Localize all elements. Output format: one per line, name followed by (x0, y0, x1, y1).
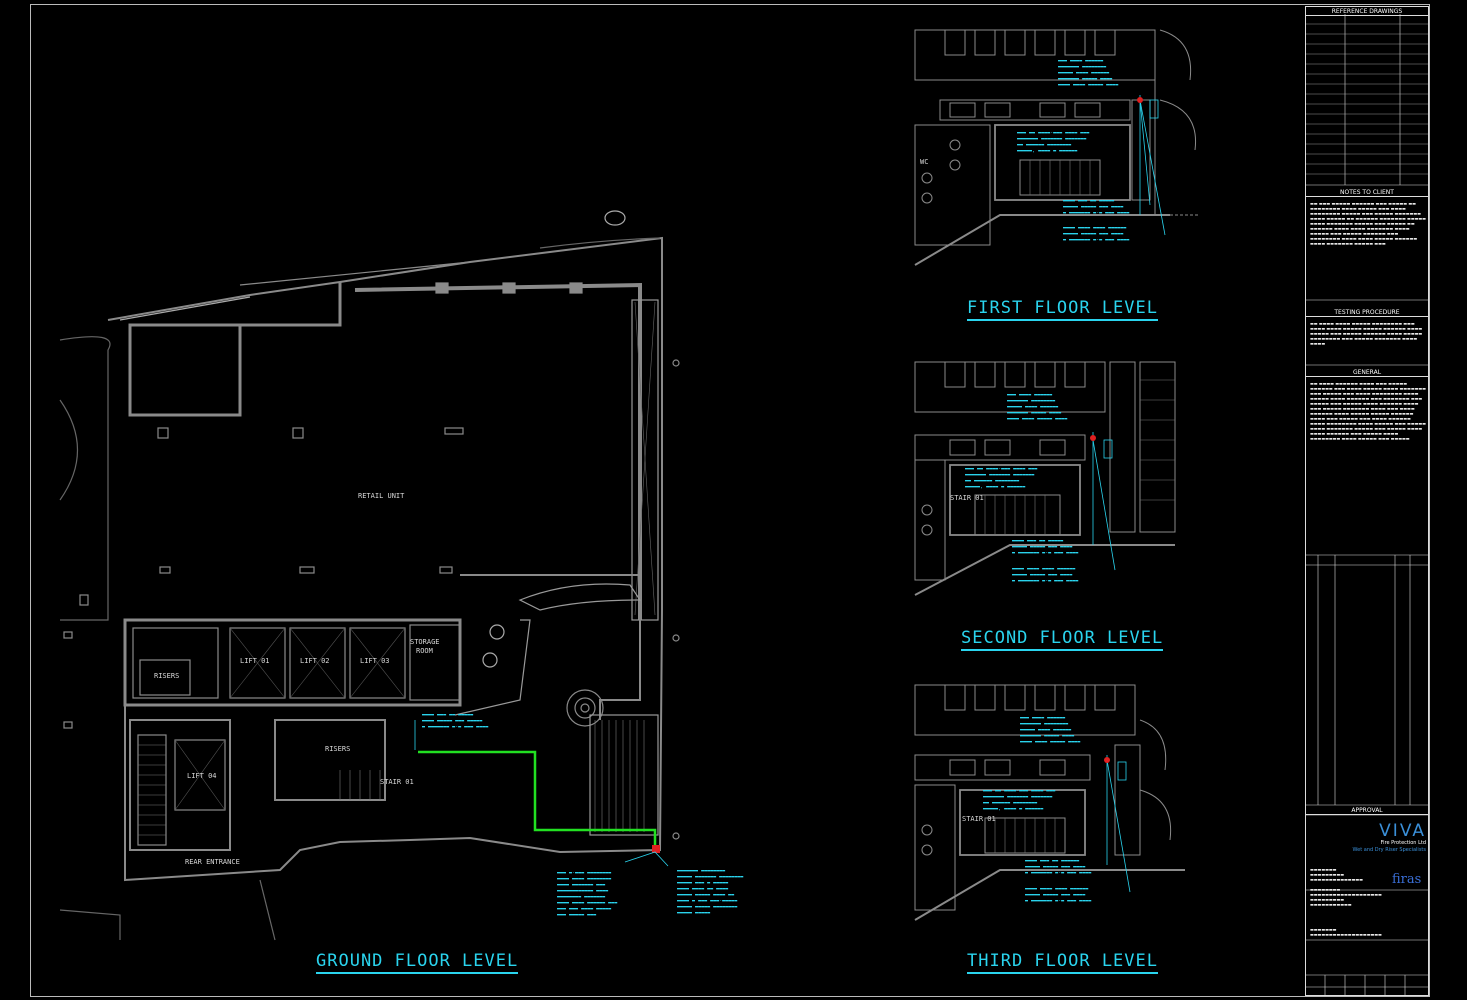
drawing-border (30, 4, 1430, 997)
testing-procedure-body: ▬▬ ▬▬▬▬ ▬▬▬▬ ▬▬▬▬▬ ▬▬▬▬▬▬▬▬ ▬▬▬ ▬▬▬▬ ▬▬▬… (1310, 321, 1423, 346)
room-label-rear-entrance: REAR ENTRANCE (185, 858, 240, 866)
reference-drawings-header: REFERENCE DRAWINGS (1306, 8, 1428, 16)
room-label-risers-a: RISERS (154, 672, 180, 680)
first-annotation-valve: ▬▬▬ ▬▬ ▬▬▬▬-▬▬▬ ▬▬▬▬ ▬▬▬ ▬▬▬▬▬▬▬ ▬▬▬▬▬▬▬… (1017, 130, 1090, 154)
room-label-risers-b: RISERS (325, 745, 351, 753)
dry-riser-pipe-run (418, 750, 657, 848)
first-floor-riser (1137, 95, 1166, 236)
ground-floor-plan (59, 210, 680, 941)
second-floor-plan (914, 361, 1176, 596)
room-label-lift01: LIFT 01 (240, 657, 270, 665)
room-label-storage: STORAGE (410, 638, 440, 646)
partner-logo: firas (1392, 872, 1422, 887)
third-floor-title: THIRD FLOOR LEVEL (967, 951, 1158, 974)
title-block-grid (1306, 14, 1428, 996)
ground-floor-title: GROUND FLOOR LEVEL (316, 951, 519, 974)
dry-riser-inlet-marker (652, 845, 660, 853)
general-header: GENERAL (1306, 369, 1428, 377)
first-annotation-outlet: ▬▬▬ ▬▬▬▬ ▬▬▬▬▬▬ ▬▬▬▬▬▬▬ ▬▬▬▬▬▬▬▬ ▬▬▬▬▬ ▬… (1058, 58, 1119, 88)
room-label-lift02: LIFT 02 (300, 657, 330, 665)
title-block: REFERENCE DRAWINGS NOTES TO CLIENT ▬▬ ▬▬… (1305, 6, 1429, 996)
second-annotation-outlet: ▬▬▬ ▬▬▬▬ ▬▬▬▬▬▬ ▬▬▬▬▬▬▬ ▬▬▬▬▬▬▬▬ ▬▬▬▬▬ ▬… (1007, 392, 1068, 422)
company-logo: VIVA Fire Protection Ltd Wet and Dry Ris… (1330, 821, 1427, 854)
notes-to-client-body: ▬▬ ▬▬▬ ▬▬▬▬▬ ▬▬▬▬▬▬ ▬▬▬ ▬▬▬▬▬ ▬▬ ▬▬▬▬▬▬▬… (1310, 201, 1426, 246)
first-annotation-drop: ▬▬▬▬ ▬▬▬▬ ▬▬▬▬ ▬▬▬▬▬▬ ▬▬▬▬▬ ▬▬▬▬▬ ▬▬▬ ▬▬… (1063, 225, 1130, 243)
company-line2: Wet and Dry Riser Specialists (1352, 847, 1427, 853)
room-label-retail: RETAIL UNIT (358, 492, 405, 500)
room-label-stair-third: STAIR 01 (962, 815, 996, 823)
ground-floor-pipework (414, 720, 669, 867)
ground-annotation-cabinet: ▬▬▬▬▬▬▬ ▬▬▬▬▬▬▬▬ ▬▬▬▬▬ ▬▬▬▬▬▬▬ ▬▬▬▬▬▬▬▬ … (677, 868, 744, 916)
room-label-stair-second: STAIR 01 (950, 494, 984, 502)
general-body: ▬▬ ▬▬▬▬ ▬▬▬▬▬▬ ▬▬▬▬ ▬▬▬ ▬▬▬▬▬ ▬▬▬▬▬▬ ▬▬▬… (1310, 381, 1426, 441)
first-floor-plan (914, 29, 1200, 266)
second-annotation-drop: ▬▬▬▬ ▬▬▬▬ ▬▬▬▬ ▬▬▬▬▬▬ ▬▬▬▬▬ ▬▬▬▬▬ ▬▬▬ ▬▬… (1012, 566, 1079, 584)
room-label-lift03: LIFT 03 (360, 657, 390, 665)
second-floor-riser (1090, 432, 1116, 571)
second-annotation-valve: ▬▬▬ ▬▬ ▬▬▬▬-▬▬▬ ▬▬▬▬ ▬▬▬ ▬▬▬▬▬▬▬ ▬▬▬▬▬▬▬… (965, 466, 1038, 490)
testing-procedure-header: TESTING PROCEDURE (1306, 309, 1428, 317)
second-floor-title: SECOND FLOOR LEVEL (961, 628, 1164, 651)
first-annotation-rise: ▬▬▬▬ ▬▬▬ ▬▬ ▬▬▬▬▬ ▬▬▬▬▬ ▬▬▬▬▬ ▬▬▬ ▬▬▬▬ ▬… (1063, 198, 1130, 216)
notes-to-client-header: NOTES TO CLIENT (1306, 189, 1428, 197)
ground-annotation-riser-rise: ▬▬▬▬ ▬▬▬ ▬▬ ▬▬▬▬▬ ▬▬▬▬ ▬▬▬▬▬ ▬▬▬ ▬▬▬▬▬ ▬… (422, 712, 489, 730)
room-label-stair: STAIR 01 (380, 778, 414, 786)
second-annotation-rise: ▬▬▬▬ ▬▬▬ ▬▬ ▬▬▬▬▬ ▬▬▬▬▬ ▬▬▬▬▬ ▬▬▬ ▬▬▬▬ ▬… (1012, 538, 1079, 556)
company-line1: Fire Protection Ltd (1380, 840, 1426, 846)
company-name: VIVA (1379, 821, 1426, 841)
ground-annotation-inlet: ▬▬▬ ▬-▬▬▬ ▬▬▬▬▬▬▬▬ ▬▬▬▬ ▬▬▬▬ ▬▬▬▬▬▬▬▬ ▬▬… (557, 870, 618, 918)
third-floor-plan (914, 684, 1185, 921)
first-floor-title: FIRST FLOOR LEVEL (967, 298, 1158, 321)
room-label-wc: WC (920, 158, 929, 166)
title-block-info: ▬▬▬▬▬▬▬▬▬▬▬▬▬▬▬▬▬▬▬▬▬▬▬▬▬▬▬▬▬▬▬▬▬▬▬▬▬▬▬▬… (1310, 867, 1382, 937)
third-annotation-valve: ▬▬▬ ▬▬ ▬▬▬▬-▬▬▬ ▬▬▬▬ ▬▬▬ ▬▬▬▬▬▬▬ ▬▬▬▬▬▬▬… (983, 788, 1056, 812)
room-label-lift04: LIFT 04 (187, 772, 217, 780)
ground-outer-wall (107, 236, 663, 882)
third-annotation-outlet: ▬▬▬ ▬▬▬▬ ▬▬▬▬▬▬ ▬▬▬▬▬▬▬ ▬▬▬▬▬▬▬▬ ▬▬▬▬▬ ▬… (1020, 715, 1081, 745)
third-annotation-drop: ▬▬▬▬ ▬▬▬▬ ▬▬▬▬ ▬▬▬▬▬▬ ▬▬▬▬▬ ▬▬▬▬▬ ▬▬▬ ▬▬… (1025, 886, 1092, 904)
third-floor-riser (1104, 755, 1131, 893)
third-annotation-rise: ▬▬▬▬ ▬▬▬ ▬▬ ▬▬▬▬▬▬ ▬▬▬▬▬ ▬▬▬▬▬ ▬▬▬ ▬▬▬▬ … (1025, 858, 1092, 876)
approval-header: APPROVAL (1306, 807, 1428, 815)
room-label-storage-room: ROOM (416, 647, 433, 655)
